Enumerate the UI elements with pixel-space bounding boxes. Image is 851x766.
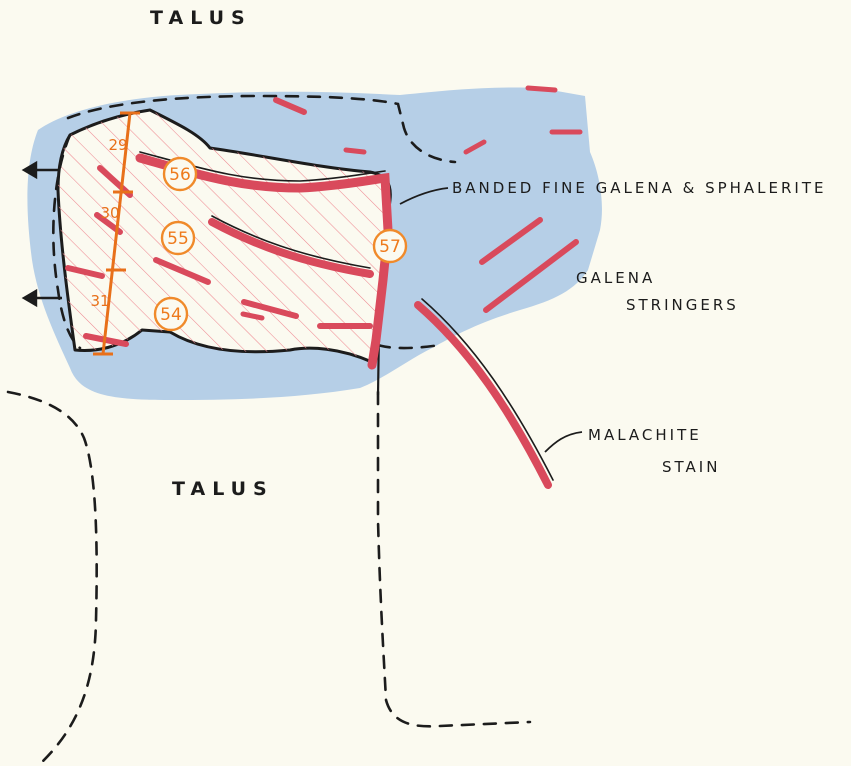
talus-label-bottom: TALUS — [172, 478, 274, 500]
galena-stringers-label-1: GALENA — [576, 269, 655, 287]
malachite-leader — [545, 432, 582, 452]
malachite-label-2: STAIN — [662, 458, 720, 476]
malachite-label-1: MALACHITE — [588, 426, 702, 444]
talus-label-top: TALUS — [150, 7, 252, 29]
sample-label-55: 55 — [167, 229, 189, 249]
arrow-lower-head — [24, 291, 36, 305]
channel-segment-30: 30 — [100, 204, 119, 222]
talus-left-dashed — [8, 392, 97, 762]
galena-stringer-2 — [346, 150, 364, 152]
sample-label-56: 56 — [169, 165, 191, 185]
sample-label-57: 57 — [379, 237, 401, 257]
galena-stringers-label-2: STRINGERS — [626, 296, 739, 314]
talus-right-dashed — [378, 392, 530, 726]
sample-label-54: 54 — [160, 305, 182, 325]
banded-galena-label: BANDED FINE GALENA & SPHALERITE — [452, 179, 827, 197]
channel-segment-31: 31 — [90, 292, 109, 310]
channel-segment-29: 29 — [108, 136, 127, 154]
galena-stringer-3 — [528, 88, 555, 90]
